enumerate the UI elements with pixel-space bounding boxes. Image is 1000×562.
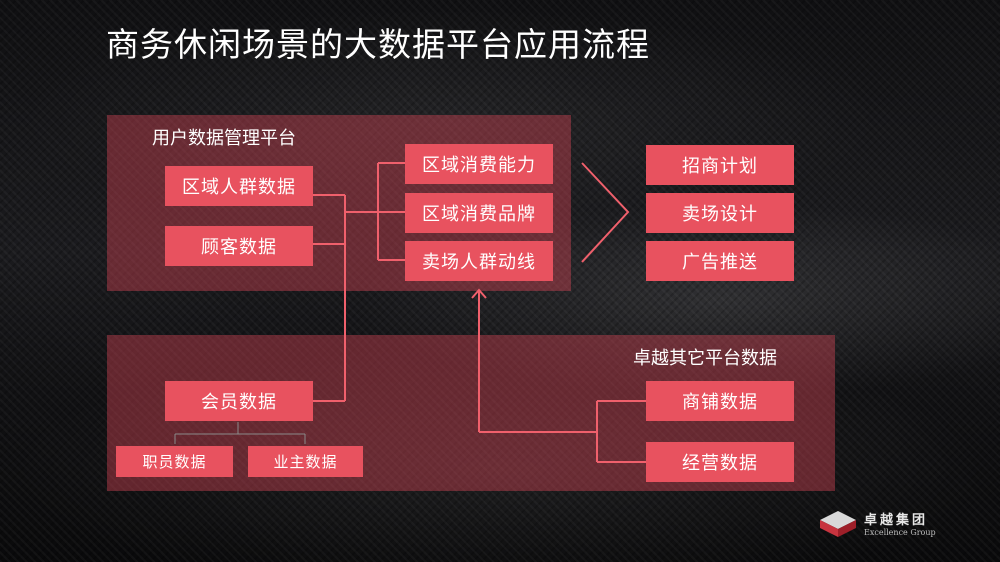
output-box-crowd-flow: 卖场人群动线 xyxy=(405,241,553,281)
user-platform-label: 用户数据管理平台 xyxy=(152,128,296,149)
output-box-consumption-power: 区域消费能力 xyxy=(405,144,553,184)
source-box-customer: 顾客数据 xyxy=(165,226,313,266)
logo-chinese-name: 卓越集团 xyxy=(864,513,929,528)
output-box-consumption-brand: 区域消费品牌 xyxy=(405,193,553,233)
application-box-leasing-plan: 招商计划 xyxy=(646,145,794,185)
application-box-ad-push: 广告推送 xyxy=(646,241,794,281)
member-data-box: 会员数据 xyxy=(165,381,313,421)
slide-title: 商务休闲场景的大数据平台应用流程 xyxy=(106,25,650,64)
other-platform-label: 卓越其它平台数据 xyxy=(633,348,777,369)
logo-mark-icon xyxy=(820,511,856,537)
member-child-box-owner: 业主数据 xyxy=(248,446,363,477)
logo-english-name: Excellence Group xyxy=(864,528,936,537)
source-box-shop: 商铺数据 xyxy=(646,381,794,421)
source-box-regional-crowd: 区域人群数据 xyxy=(165,166,313,206)
member-child-box-staff: 职员数据 xyxy=(116,446,233,477)
application-box-store-design: 卖场设计 xyxy=(646,193,794,233)
source-box-operation: 经营数据 xyxy=(646,442,794,482)
company-logo: 卓越集团 Excellence Group xyxy=(818,507,948,547)
